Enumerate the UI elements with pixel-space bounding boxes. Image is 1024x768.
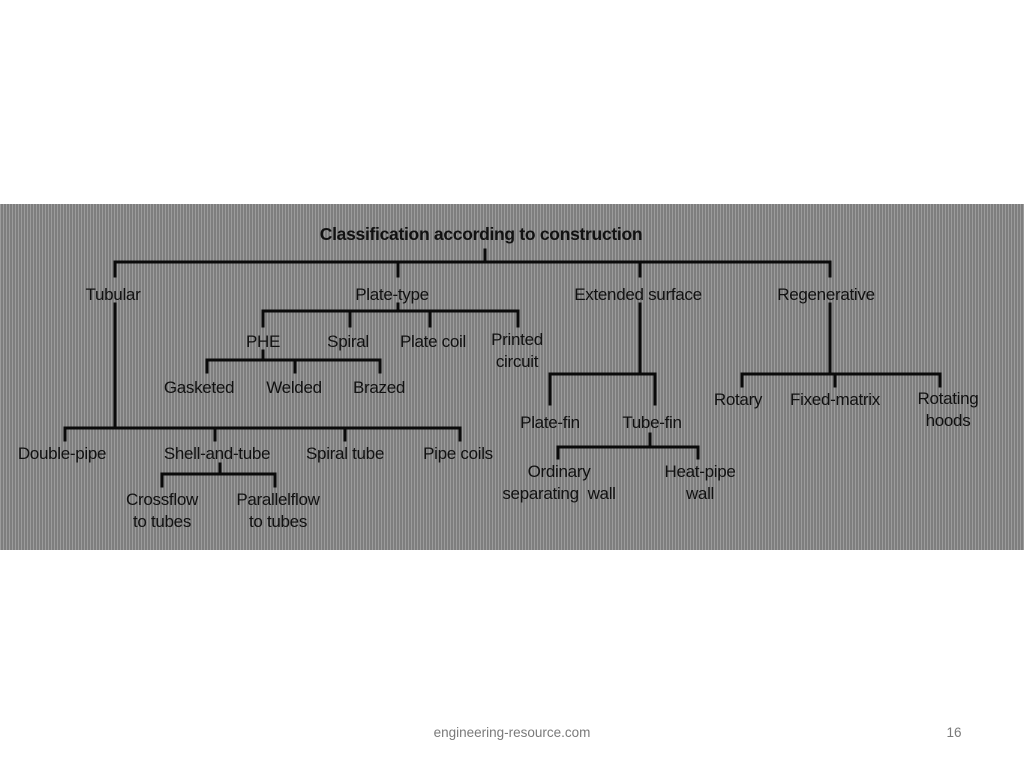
node-rotary: Rotary [713,390,763,409]
node-shell-and-tube: Shell-and-tube [163,444,271,463]
diagram-title: Classification according to construction [319,224,643,244]
source-footer: engineering-resource.com [433,725,591,740]
connector-root [113,248,832,278]
node-phe: PHE [245,332,281,351]
node-tube-fin: Tube-fin [622,413,682,432]
node-spiral: Spiral [327,332,369,351]
node-printed-circuit: Printed circuit [491,330,543,371]
node-brazed: Brazed [352,378,406,397]
node-heat-pipe-wall: Heat-pipe wall [664,462,736,503]
node-plate-coil: Plate coil [400,332,466,351]
node-double-pipe: Double-pipe [17,444,107,463]
connector-phe [205,349,382,374]
node-parallelflow-to-tubes: Parallelflow to tubes [236,490,320,531]
node-spiral-tube: Spiral tube [306,444,384,463]
node-pipe-coils: Pipe coils [423,444,493,463]
classification-diagram: Classification according to construction… [0,204,1024,550]
connector-plate-type [261,302,520,328]
node-tubular: Tubular [85,285,141,304]
node-ordinary-separating-wall: Ordinary separating wall [502,462,616,503]
connector-tubular [63,302,462,442]
node-gasketed: Gasketed [163,378,235,397]
connector-shell-and-tube [160,462,277,488]
connector-tube-fin [556,432,700,460]
node-plate-fin: Plate-fin [520,413,580,432]
node-regenerative: Regenerative [777,285,875,304]
node-crossflow-to-tubes: Crossflow to tubes [126,490,198,531]
tree-connectors [63,248,942,488]
node-plate-type: Plate-type [355,285,429,304]
connector-extended-surface [548,302,657,406]
node-welded: Welded [266,378,322,397]
page-number: 16 [946,725,962,740]
node-fixed-matrix: Fixed-matrix [790,390,880,409]
connector-regenerative [740,302,942,388]
node-extended-surface: Extended surface [574,285,702,304]
node-rotating-hoods: Rotating hoods [917,389,979,430]
